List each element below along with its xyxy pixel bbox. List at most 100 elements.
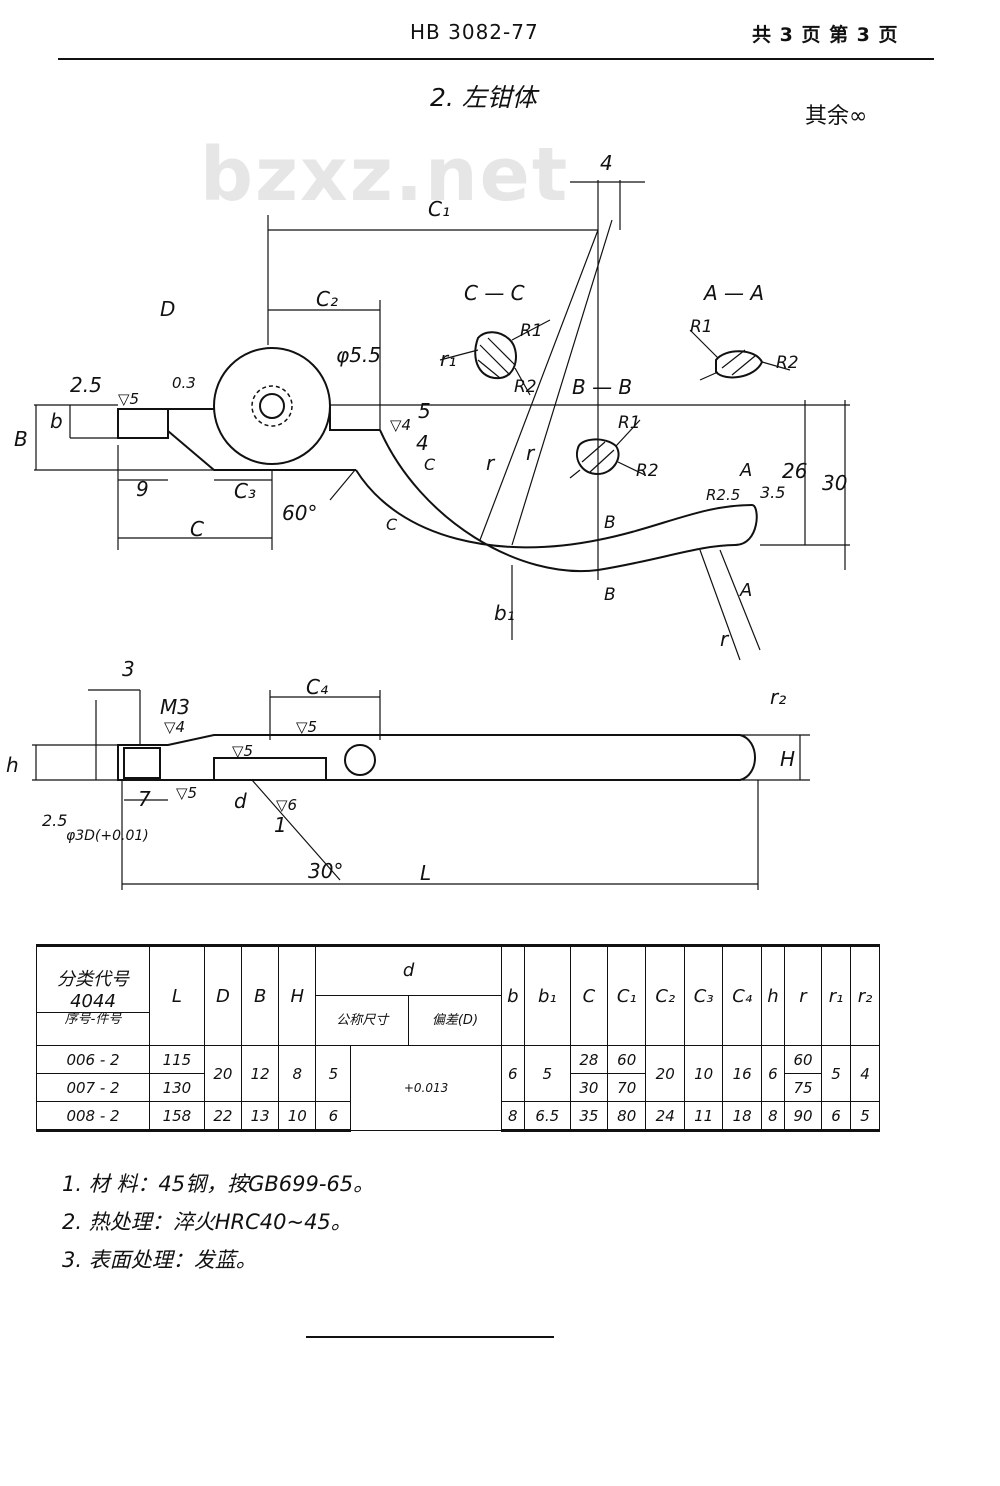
side-body	[117, 734, 756, 781]
cell-b: 13	[241, 1101, 280, 1132]
cell-c3: 11	[683, 1101, 724, 1132]
cell-c1: 70	[606, 1073, 647, 1102]
header-c1: C₁	[606, 944, 647, 1046]
label-r-2: r	[526, 441, 536, 465]
roughness-4-a: ▽4	[390, 416, 411, 434]
label-dim-3-5: 3.5	[760, 483, 785, 502]
header-l: L	[149, 944, 205, 1046]
label-section-b-top: B	[604, 513, 616, 533]
cell-seq: 007 - 2	[36, 1073, 150, 1102]
note-material: 1. 材 料：45钢，按GB699-65。	[62, 1172, 375, 1196]
roughness-5-d: ▽5	[176, 784, 197, 802]
label-bb-r1: R1	[618, 413, 641, 433]
label-angle-60: 60°	[282, 501, 317, 525]
label-h-upper: H	[780, 747, 795, 771]
table-row: 006 - 2 115 20 12 8 5 +0.013 6 5 28 60 2…	[36, 1045, 880, 1131]
header-d-tol: 偏差(D)	[431, 1012, 479, 1028]
cell-r: 60	[783, 1045, 823, 1074]
cell-c1: 80	[606, 1101, 647, 1132]
section-aa	[689, 329, 791, 381]
technical-drawing: C₁ C₂ C₃ C C₄ D B b b₁ h H L d r r r r₁ …	[6, 151, 850, 890]
header-r: r	[783, 944, 823, 1046]
header-code-cell: 分类代号 4044 序号-件号	[36, 944, 150, 1046]
cell-c: 28	[569, 1045, 608, 1074]
cell-l: 115	[149, 1045, 205, 1074]
label-dim-26: 26	[782, 459, 807, 483]
cell-r1: 6	[821, 1101, 851, 1132]
cell-c2: 24	[645, 1101, 685, 1132]
cell-r1-merged: 5	[821, 1045, 851, 1102]
label-c1: C₁	[428, 197, 450, 221]
label-b1: b₁	[494, 601, 515, 625]
cell-c1: 60	[606, 1045, 647, 1074]
cell-c: 35	[569, 1101, 608, 1132]
page-title: 2. 左钳体	[430, 83, 537, 112]
label-section-aa: A — A	[702, 281, 764, 305]
cell-r: 90	[783, 1101, 823, 1132]
cell-dtol-merged: +0.013	[350, 1045, 502, 1131]
table-row: 008 - 2 158 22 13 10 6 8 6.5 35 80 24 11…	[36, 1101, 880, 1132]
label-d: d	[234, 789, 247, 813]
header-d-nominal: 公称尺寸	[316, 996, 410, 1045]
jaw-disk	[213, 347, 331, 465]
label-phi3d: φ3D(+0.01)	[66, 828, 149, 844]
seq-label: 序号-件号	[37, 1012, 149, 1027]
roughness-5-c: ▽5	[232, 742, 253, 760]
cell-c3-merged: 10	[683, 1045, 724, 1102]
label-c2: C₂	[316, 287, 338, 311]
cell-b1: 6.5	[523, 1101, 571, 1132]
label-b-lower: b	[50, 409, 63, 433]
page-count: 共 3 页 第 3 页	[752, 24, 899, 46]
cell-l: 158	[149, 1101, 205, 1132]
cell-h: 10	[278, 1101, 317, 1132]
label-cc-r2: R2	[514, 377, 537, 397]
technical-notes: 1. 材 料：45钢，按GB699-65。 2. 热处理：淬火HRC40~45。…	[62, 1165, 374, 1279]
cell-dnom: 6	[315, 1101, 352, 1132]
header-c3: C₃	[683, 944, 724, 1046]
cell-d: 22	[203, 1101, 243, 1132]
header-h-small: h	[760, 944, 785, 1046]
cell-b1-merged: 5	[523, 1045, 571, 1102]
label-l: L	[420, 861, 431, 885]
end-rule	[306, 1336, 554, 1338]
cell-seq: 006 - 2	[36, 1045, 150, 1074]
label-r-1: r	[486, 451, 496, 475]
label-section-cc: C — C	[464, 281, 525, 305]
note-surface-treatment: 3. 表面处理：发蓝。	[62, 1248, 257, 1272]
header-r1: r₁	[821, 944, 851, 1046]
label-section-a-top: A	[739, 460, 752, 481]
label-dim-7: 7	[138, 787, 151, 811]
cell-b-merged: 12	[241, 1045, 280, 1102]
table-row: 007 - 2 130 30 70 75	[36, 1073, 880, 1102]
header-d-small: d	[316, 947, 501, 996]
label-dim-1: 1	[274, 813, 287, 837]
label-phi-5-5: φ5.5	[336, 343, 381, 367]
label-r1: r₁	[440, 347, 456, 371]
arm-upper-edge	[355, 469, 753, 549]
threaded-end	[117, 408, 169, 439]
label-h: h	[6, 753, 19, 777]
cell-c2-merged: 20	[645, 1045, 685, 1102]
label-c4: C₄	[306, 675, 328, 699]
header-d-group: d 公称尺寸 偏差(D)	[315, 944, 502, 1046]
label-m3: M3	[160, 695, 190, 719]
label-aa-r1: R1	[690, 317, 713, 337]
cell-dnom-merged: 5	[315, 1045, 352, 1102]
label-dim-4b: 4	[416, 431, 429, 455]
header-r2: r₂	[850, 944, 880, 1046]
label-dim-3: 3	[122, 657, 135, 681]
label-r-3: r	[720, 627, 730, 651]
cell-c4: 18	[722, 1101, 762, 1132]
label-dim-5: 5	[418, 399, 431, 423]
label-b-upper: B	[14, 427, 28, 451]
label-c3: C₃	[234, 479, 256, 503]
top-view	[34, 180, 850, 661]
spec-table: 分类代号 4044 序号-件号 L D B H d 公称尺寸 偏差(D) b b…	[36, 944, 880, 1132]
roughness-5-a: ▽5	[118, 390, 139, 408]
label-section-bb: B — B	[572, 375, 632, 399]
label-section-b-bottom: B	[604, 585, 616, 605]
header-c: C	[569, 944, 608, 1046]
header-h: H	[278, 944, 317, 1046]
roughness-4-b: ▽4	[164, 718, 185, 736]
header-c2: C₂	[645, 944, 685, 1046]
